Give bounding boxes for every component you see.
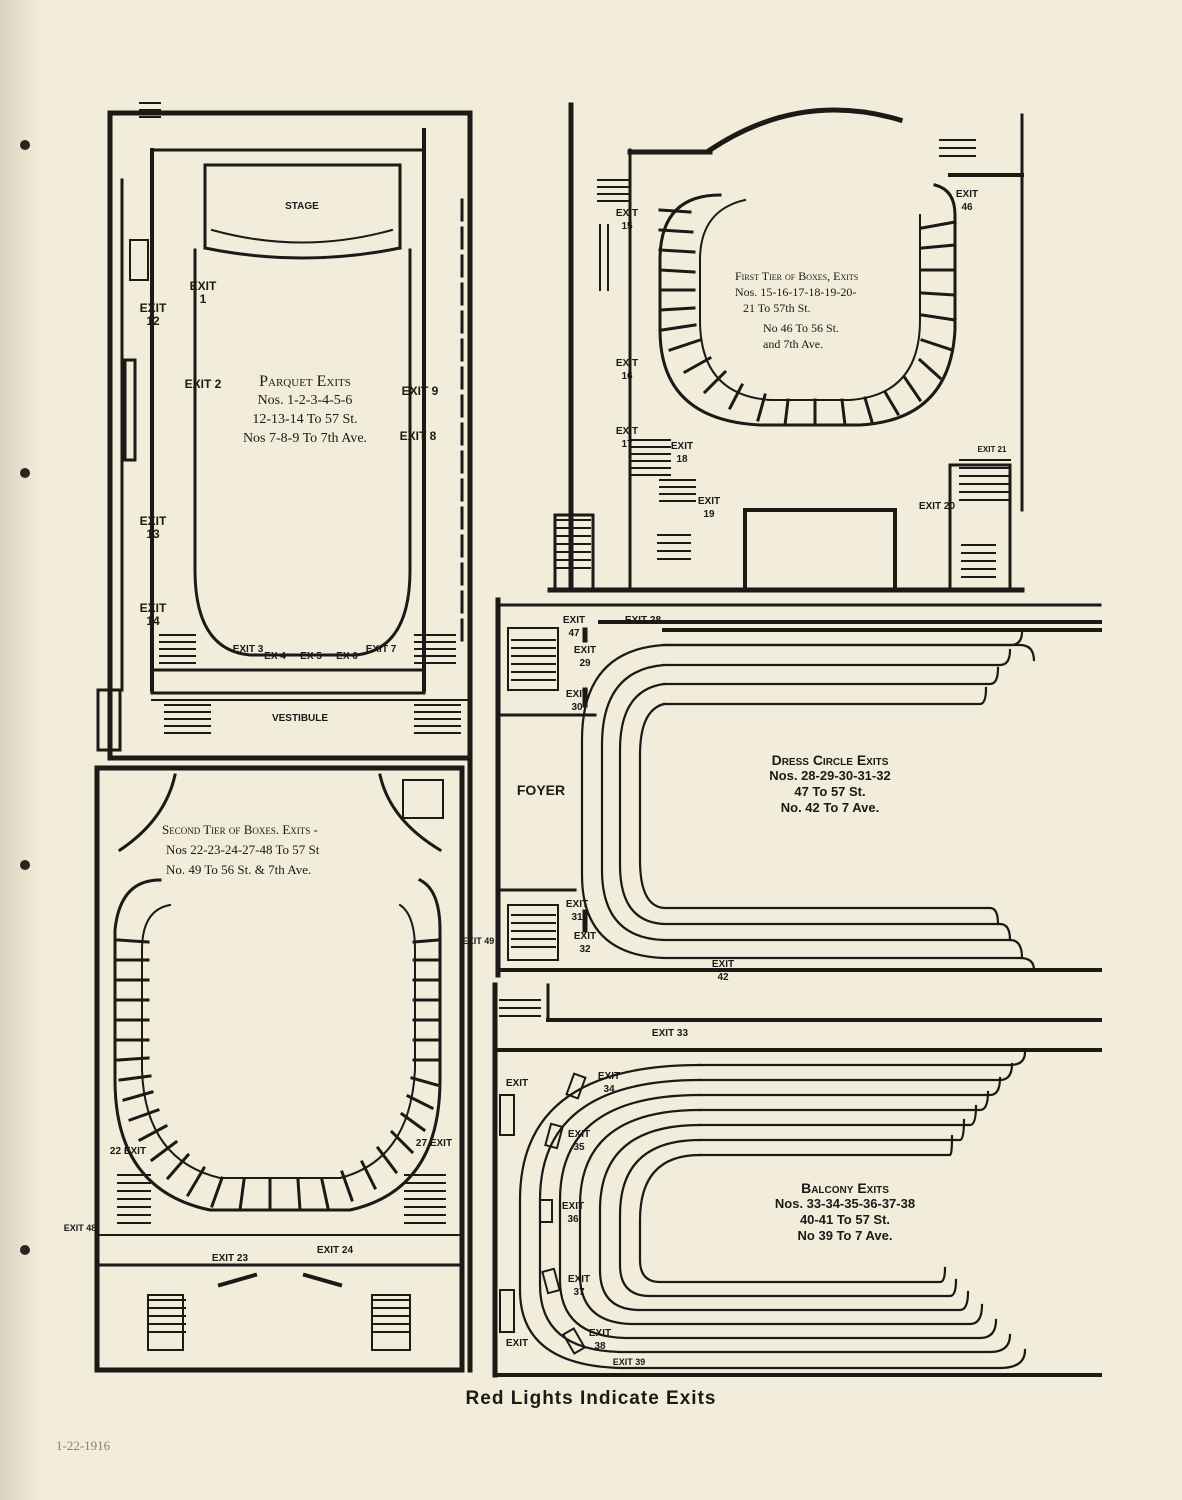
exit-lights-caption: Red Lights Indicate Exits (465, 1388, 717, 1409)
exit-32: EXIT 32 (573, 931, 597, 955)
binding-hole (20, 140, 30, 150)
dress-circle-line-2: 47 To 57 St. (794, 784, 866, 799)
exit-9: EXIT 9 (401, 384, 439, 398)
exit-48: EXIT 48 (63, 1223, 97, 1233)
parquet-title: Parquet Exits Nos. 1-2-3-4-5-6 12-13-14 … (220, 372, 390, 448)
first-tier-line-2: 21 To 57th St. (743, 301, 811, 315)
first-tier-line-3: No 46 To 56 St. (763, 321, 839, 335)
parquet-title-text: Parquet Exits (259, 373, 351, 390)
exit-15: EXIT 15 (615, 208, 639, 232)
exit-28: EXIT 28 (624, 615, 662, 626)
exit-2: EXIT 2 (184, 377, 222, 391)
binding-hole (20, 468, 30, 478)
first-tier-title-text: First Tier of Boxes, Exits (735, 269, 859, 283)
second-tier-line-1: Nos 22-23-24-27-48 To 57 St (166, 842, 320, 857)
exit-8: EXIT 8 (399, 429, 437, 443)
exit-36: EXIT 36 (561, 1201, 585, 1225)
dress-circle-line-3: No. 42 To 7 Ave. (780, 800, 880, 815)
exit-7: EXIT 7 (365, 644, 397, 655)
exit-35: EXIT 35 (567, 1129, 591, 1153)
balcony-line-2: 40-41 To 57 St. (799, 1212, 891, 1227)
balcony-line-3: No 39 To 7 Ave. (797, 1228, 893, 1243)
second-tier-line-2: No. 49 To 56 St. & 7th Ave. (166, 862, 312, 877)
second-tier-plan (94, 757, 473, 1373)
exit-18: EXIT 18 (670, 441, 694, 465)
exit-1: EXIT 1 (189, 279, 217, 306)
parquet-plan (96, 102, 473, 761)
binding-hole (20, 860, 30, 870)
exit-42: EXIT 42 (711, 959, 735, 983)
exit-5: EX 5 (300, 651, 322, 662)
exit-12: EXIT 12 (139, 301, 167, 328)
binding-hole (20, 1245, 30, 1255)
first-tier-line-4: and 7th Ave. (763, 337, 824, 351)
exit-38: EXIT 38 (588, 1328, 612, 1352)
exit-19: EXIT 19 (697, 496, 721, 520)
second-tier-title: Second Tier of Boxes. Exits - Nos 22-23-… (162, 820, 412, 880)
first-tier-title: First Tier of Boxes, Exits Nos. 15-16-17… (735, 268, 910, 352)
vestibule-label: VESTIBULE (271, 713, 329, 724)
first-tier-line-1: Nos. 15-16-17-18-19-20- (735, 285, 857, 299)
exit-37: EXIT 37 (567, 1274, 591, 1298)
exit-49: EXIT 49 (461, 936, 495, 946)
stage-label: STAGE (285, 201, 319, 212)
exit-41: EXIT (505, 1338, 529, 1349)
exit-17: EXIT 17 (615, 426, 639, 450)
exit-34: EXIT 34 (597, 1071, 621, 1095)
parquet-line-3: Nos 7-8-9 To 7th Ave. (242, 431, 368, 446)
first-tier-plan (547, 102, 1025, 593)
exit-27: 27 EXIT (415, 1138, 453, 1149)
dress-circle-title-text: Dress Circle Exits (771, 752, 889, 768)
exit-23: EXIT 23 (211, 1253, 249, 1264)
parquet-line-1: Nos. 1-2-3-4-5-6 (257, 393, 353, 408)
exit-24: EXIT 24 (316, 1245, 354, 1256)
exit-31: EXIT 31 (565, 899, 589, 923)
exit-20: EXIT 20 (918, 501, 956, 512)
exit-29: EXIT 29 (573, 645, 597, 669)
dress-circle-line-1: Nos. 28-29-30-31-32 (769, 768, 891, 783)
balcony-plan (492, 982, 1102, 1378)
exit-21: EXIT 21 (977, 445, 1007, 454)
exit-46: EXIT 46 (955, 189, 979, 213)
pencil-date-note: 1-22-1916 (56, 1438, 111, 1453)
balcony-line-1: Nos. 33-34-35-36-37-38 (774, 1196, 916, 1211)
exit-33: EXIT 33 (651, 1028, 689, 1039)
exit-6: EX 6 (336, 651, 358, 662)
dress-circle-plan (495, 597, 1102, 978)
exit-16: EXIT 16 (615, 358, 639, 382)
exit-39: EXIT 39 (612, 1357, 646, 1367)
balcony-title-text: Balcony Exits (801, 1180, 889, 1196)
second-tier-title-text: Second Tier of Boxes. Exits - (162, 822, 318, 837)
foyer-label: FOYER (516, 782, 566, 798)
exit-30: EXIT 30 (565, 689, 589, 713)
parquet-line-2: 12-13-14 To 57 St. (252, 412, 358, 427)
balcony-title: Balcony Exits Nos. 33-34-35-36-37-38 40-… (725, 1180, 965, 1244)
exit-14: EXIT 14 (139, 601, 167, 628)
exit-13: EXIT 13 (139, 514, 167, 541)
exit-3: EXIT 3 (232, 644, 264, 655)
exit-47: EXIT 47 (562, 615, 586, 639)
dress-circle-title: Dress Circle Exits Nos. 28-29-30-31-32 4… (755, 752, 905, 816)
exit-22: 22 EXIT (109, 1146, 147, 1157)
exit-40: EXIT (505, 1078, 529, 1089)
exit-4: EX 4 (264, 651, 286, 662)
